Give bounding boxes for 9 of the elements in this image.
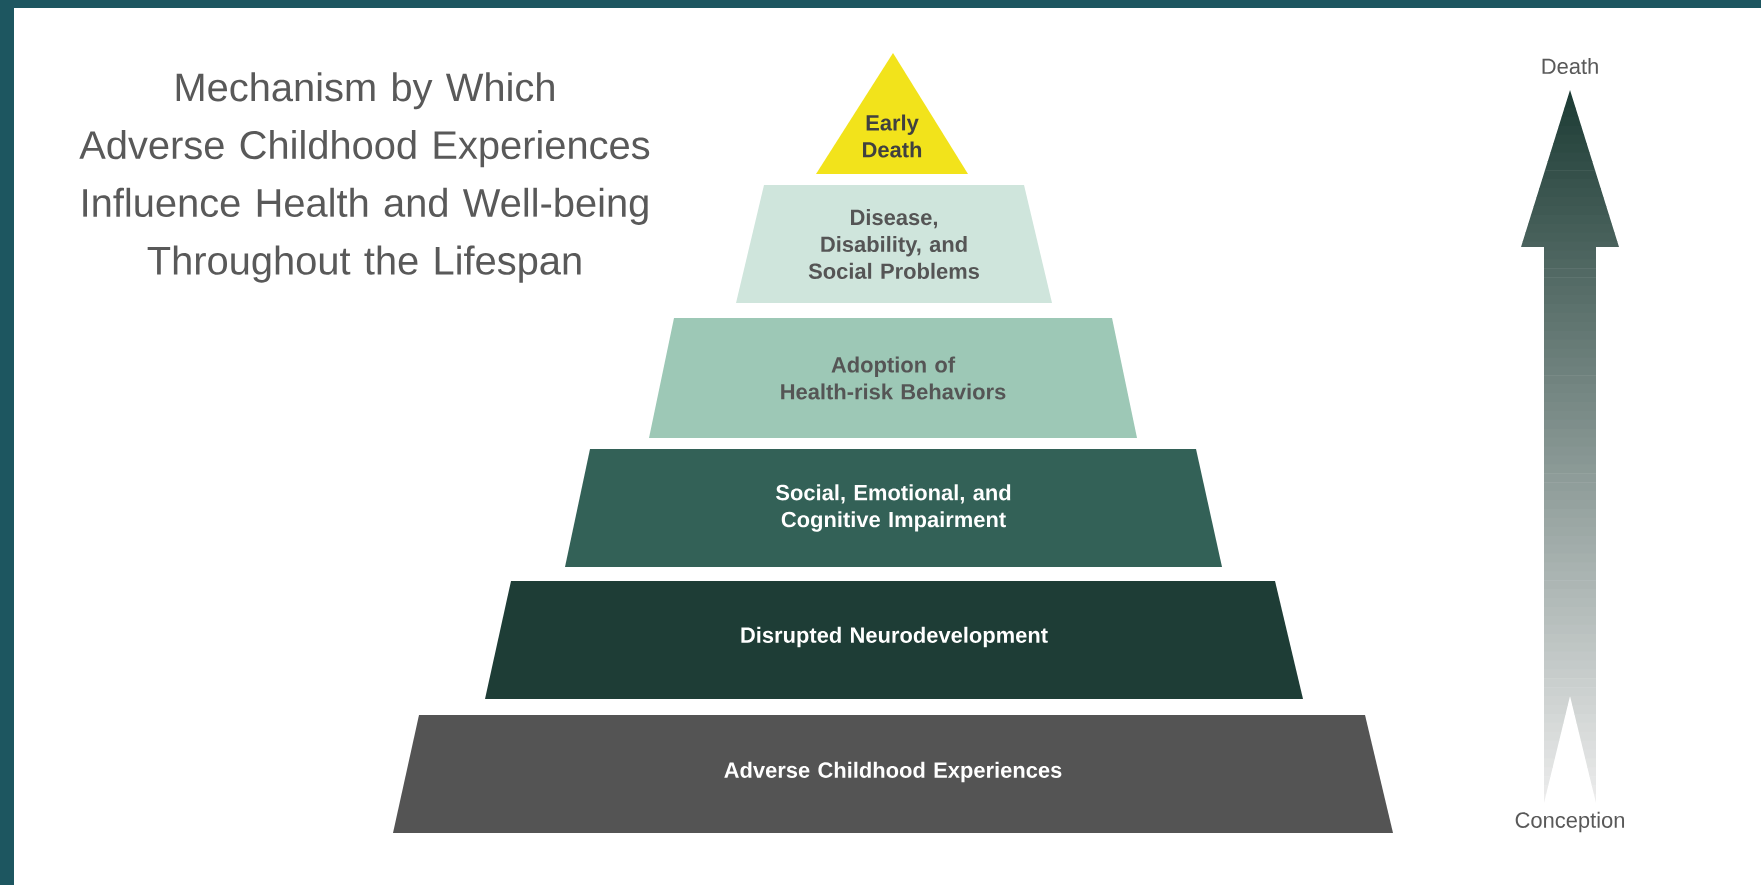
pyramid-layer: Adoption of Health-risk Behaviors [649, 318, 1137, 438]
axis-label: Conception [1515, 811, 1624, 833]
pyramid-layer: Disease, Disability, and Social Problems [736, 185, 1052, 303]
axis-label: Death [1542, 57, 1598, 75]
pyramid-layer: Adverse Childhood Experiences [393, 715, 1393, 833]
pyramid-layer: Social, Emotional, and Cognitive Impairment [565, 449, 1222, 567]
pyramid-layer: Early Death [816, 53, 968, 174]
pyramid-layer: Disrupted Neurodevelopment [485, 581, 1303, 699]
title: Mechanism by Which Adverse Childhood Experiences Influence Health and Well-being Throughout the Lifespan [79, 72, 650, 283]
